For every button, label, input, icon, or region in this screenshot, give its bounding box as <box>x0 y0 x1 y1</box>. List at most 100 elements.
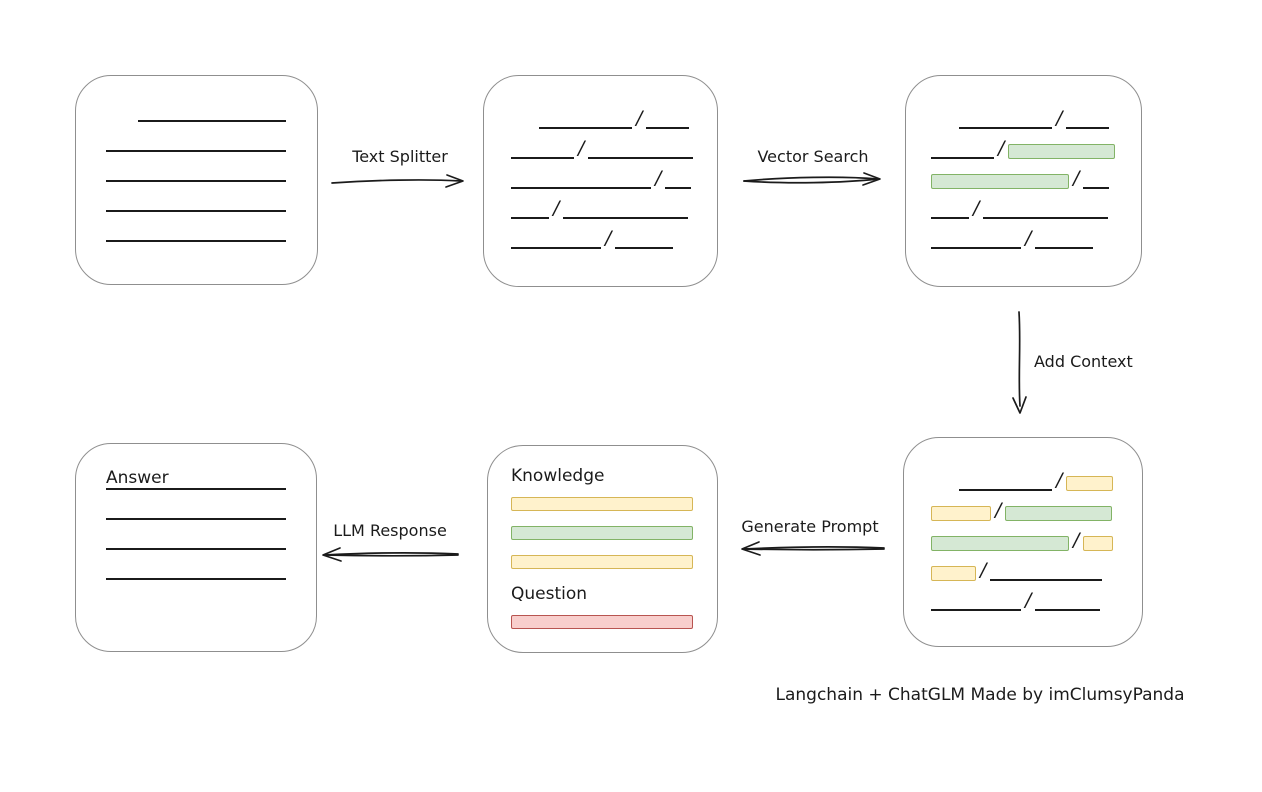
indent-space <box>511 127 539 129</box>
text-line <box>646 127 690 129</box>
context-rows: / / / / / <box>931 461 1142 611</box>
highlight-green <box>931 536 1069 551</box>
answer-label: Answer <box>106 468 169 488</box>
text-line <box>106 150 286 152</box>
highlight-green <box>931 174 1069 189</box>
segment-row: / <box>931 521 1142 551</box>
segment-row: / <box>511 99 717 129</box>
text-line <box>983 217 1109 219</box>
indent-space <box>931 489 959 491</box>
caption-text: Langchain + ChatGLM Made by imClumsyPand… <box>775 685 1185 705</box>
text-line <box>106 518 286 520</box>
slash-separator: / <box>973 197 980 219</box>
slash-separator: / <box>655 167 662 189</box>
segment-row: / <box>931 491 1142 521</box>
yellow-bar <box>511 555 693 569</box>
slash-separator: / <box>980 559 987 581</box>
add-context-label: Add Context <box>1034 352 1133 371</box>
text-line <box>106 240 286 242</box>
slash-separator: / <box>995 499 1002 521</box>
highlight-green <box>1005 506 1113 521</box>
segment-row: / <box>931 581 1142 611</box>
text-splitter-arrow-icon <box>331 174 464 188</box>
segment-row: / <box>931 159 1141 189</box>
knowledge-bars <box>511 497 717 569</box>
segment-row: / <box>511 159 717 189</box>
text-line <box>615 247 674 249</box>
segment-row: / <box>511 189 717 219</box>
llm-response-arrow-icon <box>322 547 459 562</box>
segment-row: / <box>511 219 717 249</box>
red-bar <box>511 615 693 629</box>
text-line <box>106 210 286 212</box>
text-line <box>106 180 286 182</box>
vector-result-box: ///// <box>905 75 1142 287</box>
text-line <box>106 548 286 550</box>
text-line <box>106 488 286 490</box>
slash-separator: / <box>605 227 612 249</box>
context-box: / / / / / <box>903 437 1143 647</box>
text-line <box>588 157 694 159</box>
slash-separator: / <box>553 197 560 219</box>
question-label: Question <box>511 584 588 604</box>
text-line <box>563 217 689 219</box>
source-document-box <box>75 75 318 285</box>
vector-search-label: Vector Search <box>757 147 869 166</box>
highlight-yellow <box>1083 536 1114 551</box>
llm-response-label: LLM Response <box>333 521 447 540</box>
answer-lines <box>106 488 316 580</box>
document-lines <box>106 120 317 242</box>
text-splitter-label: Text Splitter <box>352 147 448 166</box>
slash-separator: / <box>998 137 1005 159</box>
segment-row: / <box>931 189 1141 219</box>
slash-separator: / <box>1025 589 1032 611</box>
highlight-yellow <box>1066 476 1114 491</box>
slash-separator: / <box>1073 167 1080 189</box>
generate-prompt-arrow-icon <box>741 541 885 556</box>
knowledge-label: Knowledge <box>511 466 605 486</box>
slash-separator: / <box>1073 529 1080 551</box>
indent-space <box>931 127 959 129</box>
text-line <box>931 609 1021 611</box>
segment-row: / <box>511 129 717 159</box>
text-line <box>1083 187 1110 189</box>
slash-separator: / <box>636 107 643 129</box>
segment-row: / <box>931 129 1141 159</box>
slash-separator: / <box>578 137 585 159</box>
text-line <box>511 157 574 159</box>
question-bars <box>511 615 717 629</box>
text-line <box>511 247 601 249</box>
add-context-arrow-icon <box>1012 311 1027 414</box>
text-line <box>511 187 651 189</box>
segment-row: / <box>931 99 1141 129</box>
answer-box: Answer <box>75 443 317 652</box>
yellow-bar <box>511 497 693 511</box>
text-line <box>990 579 1103 581</box>
prompt-box: Knowledge Question <box>487 445 718 653</box>
green-bar <box>511 526 693 540</box>
text-line <box>665 187 692 189</box>
highlight-yellow <box>931 566 976 581</box>
text-line <box>959 127 1052 129</box>
vector-rows: ///// <box>931 99 1141 249</box>
text-line <box>931 247 1021 249</box>
text-line <box>931 217 969 219</box>
text-line <box>539 127 632 129</box>
slash-separator: / <box>1056 469 1063 491</box>
text-line <box>1035 247 1094 249</box>
vector-search-arrow-icon <box>743 172 881 186</box>
segment-row: / <box>931 551 1142 581</box>
text-line <box>138 120 286 122</box>
text-line <box>1035 609 1101 611</box>
text-line <box>931 157 994 159</box>
text-line <box>959 489 1052 491</box>
highlight-yellow <box>931 506 991 521</box>
segment-row: / <box>931 461 1142 491</box>
slash-separator: / <box>1056 107 1063 129</box>
split-rows: / / / / / <box>511 99 717 249</box>
text-line <box>106 578 286 580</box>
highlight-green <box>1008 144 1116 159</box>
split-text-box: / / / / / <box>483 75 718 287</box>
text-line <box>511 217 549 219</box>
